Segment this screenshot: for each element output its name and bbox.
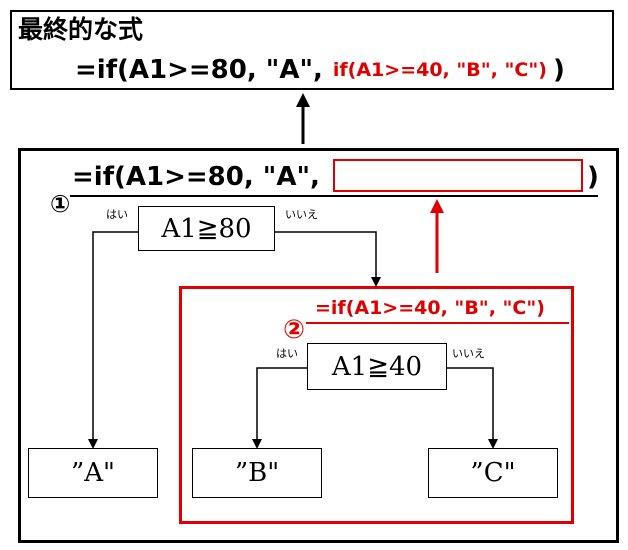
final-formula: =if(A1>=80, "A", if(A1>=40, "B", "C")) (75, 53, 565, 89)
result-a-text: ”A" (70, 458, 116, 488)
condition-box-2: A1≧40 (307, 343, 447, 390)
yes-label-2: はい (276, 347, 298, 360)
final-formula-title: 最終的な式 (18, 15, 144, 44)
nested-formula: =if(A1>=40, "B", "C") (315, 297, 545, 319)
result-c-text: ”C" (470, 458, 516, 488)
final-formula-box (10, 10, 614, 90)
formula-placeholder-box (333, 159, 583, 192)
condition-2-text: A1≧40 (331, 351, 423, 382)
nested-if-box (179, 286, 574, 524)
main-formula-end: ) (587, 162, 599, 192)
step1-marker: ① (50, 190, 71, 218)
condition-1-text: A1≧80 (161, 213, 252, 244)
no-label-1: いいえ (285, 208, 318, 221)
result-b-text: ”B" (234, 458, 280, 488)
step2-marker: ② (283, 315, 306, 345)
final-formula-end: ) (552, 55, 565, 85)
yes-label-1: はい (106, 208, 128, 221)
final-formula-inner: if(A1>=40, "B", "C") (332, 59, 547, 81)
result-box-b: ”B" (192, 448, 322, 498)
main-formula: =if(A1>=80, "A", (72, 162, 320, 192)
main-formula-underline (70, 195, 598, 197)
result-box-a: ”A" (28, 448, 158, 498)
final-formula-start: =if(A1>=80, "A", (75, 55, 323, 85)
no-label-2: いいえ (452, 347, 485, 360)
result-box-c: ”C" (428, 448, 558, 498)
main-diagram-box (18, 148, 619, 543)
nested-formula-underline (306, 322, 569, 324)
condition-box-1: A1≧80 (138, 206, 275, 251)
